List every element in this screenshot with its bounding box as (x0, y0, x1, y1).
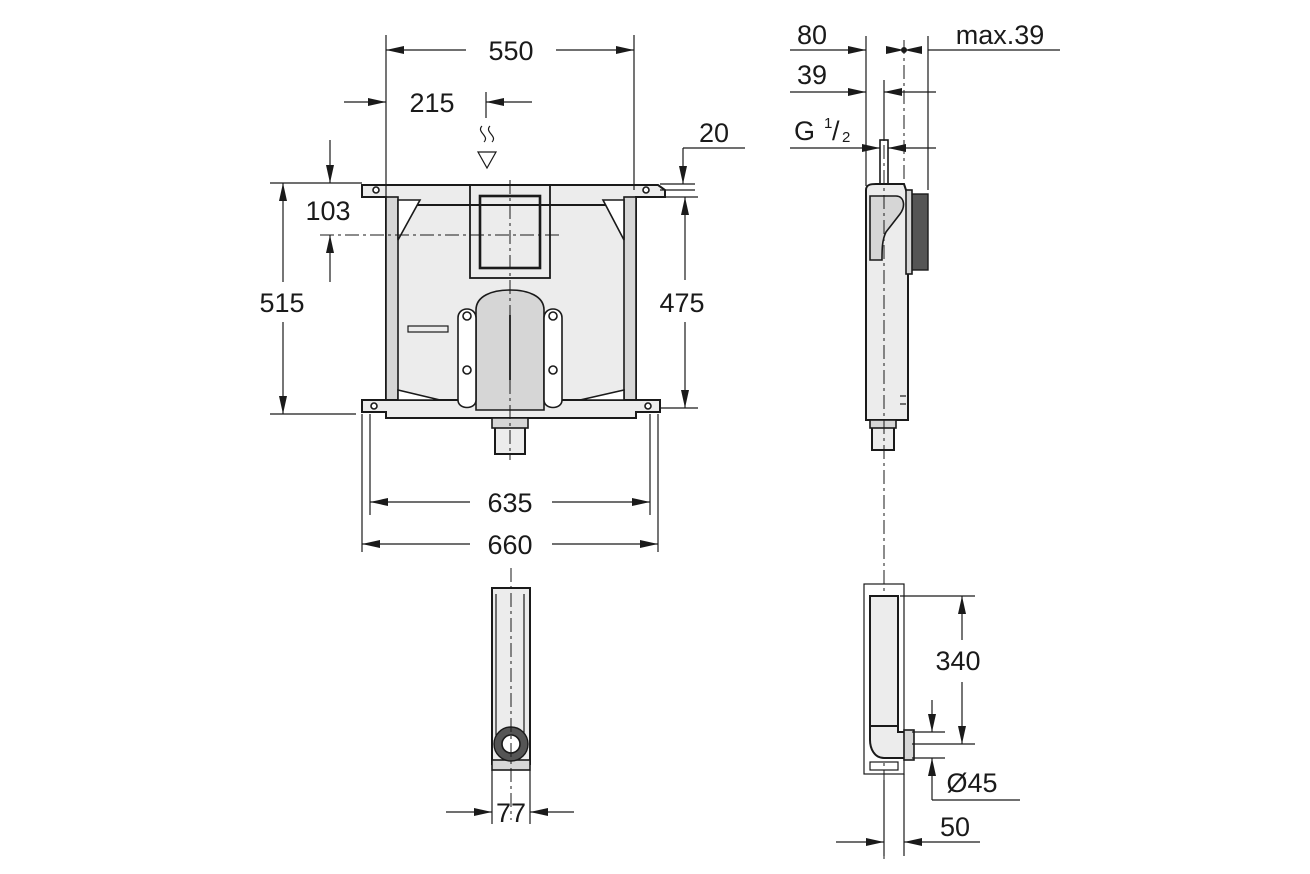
front-view (320, 125, 666, 460)
dim-20: 20 (699, 118, 729, 148)
dim-dia-45: Ø45 (946, 768, 997, 798)
dim-80: 80 (797, 20, 827, 50)
gusset-right-top (601, 199, 625, 241)
water-wave (480, 125, 494, 143)
dim-g-slash: / (832, 116, 840, 146)
dim-g-thread: G (794, 116, 815, 146)
bend-socket (903, 729, 915, 761)
frame-left-post (385, 196, 399, 403)
top-hole-right (642, 186, 650, 194)
top-hole-left (372, 186, 380, 194)
mount-hole-2 (548, 311, 558, 321)
water-triangle (476, 151, 498, 170)
bend-side-view: 340 Ø45 50 (836, 583, 1020, 856)
mount-arm-left (457, 308, 477, 409)
gusset-left-top (397, 199, 422, 241)
dim-215: 215 (409, 88, 454, 118)
bend-side-frame (863, 583, 905, 775)
front-dimensions: 550 215 20 103 515 (259, 35, 745, 560)
bend-side-inner (869, 761, 899, 771)
panel-slot (407, 325, 449, 333)
side-outlet-ring (869, 419, 897, 429)
side-recess (869, 195, 905, 261)
dim-475: 475 (659, 288, 704, 318)
dim-dot (901, 47, 907, 53)
dim-39: 39 (797, 60, 827, 90)
dim-g-den: 2 (842, 129, 850, 146)
dim-550: 550 (488, 36, 533, 66)
dim-635: 635 (487, 488, 532, 518)
thread-flange (905, 189, 913, 275)
foot-hole-left (370, 402, 378, 410)
foot-hole-right (644, 402, 652, 410)
bend-pipe-side (869, 595, 899, 727)
side-dimensions: 80 max.39 39 G 1 / 2 (790, 20, 1060, 190)
dim-max-39: max.39 (956, 20, 1045, 50)
mount-hole-1 (462, 311, 472, 321)
gusset-left-bottom (397, 388, 441, 401)
mount-arm-right (543, 308, 563, 409)
frame-right-post (623, 196, 637, 403)
dim-g-num: 1 (824, 115, 832, 132)
mount-hole-3 (462, 365, 472, 375)
bend-front-view: 77 (446, 568, 574, 828)
dim-77: 77 (496, 798, 526, 828)
dim-660: 660 (487, 530, 532, 560)
gusset-right-bottom (579, 388, 625, 401)
side-view (865, 40, 929, 860)
dim-515: 515 (259, 288, 304, 318)
mount-hole-4 (548, 365, 558, 375)
dim-103: 103 (305, 196, 350, 226)
dim-340: 340 (935, 646, 980, 676)
dim-50: 50 (940, 812, 970, 842)
